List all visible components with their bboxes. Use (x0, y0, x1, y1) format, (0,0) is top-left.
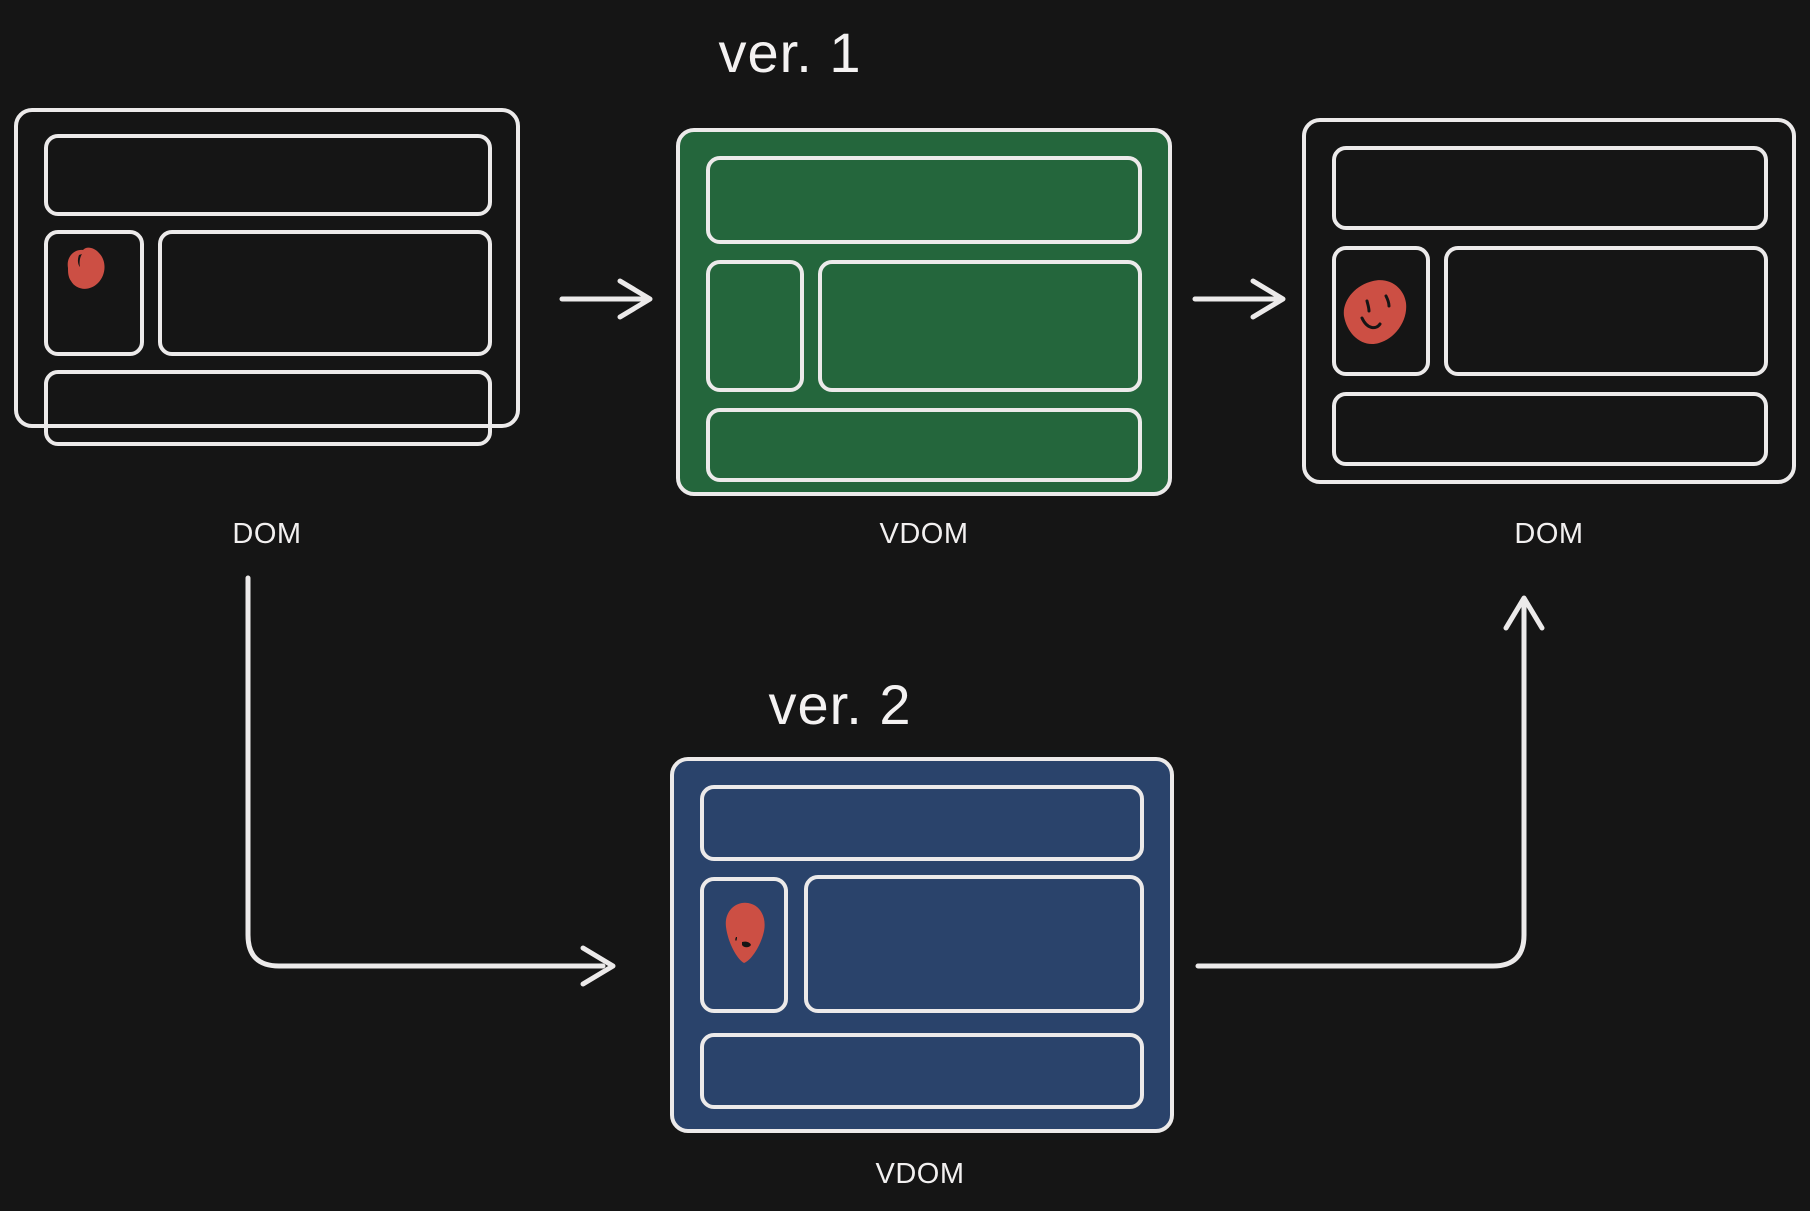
panel-dom-initial (14, 108, 520, 446)
caption-vdom-ver2: VDOM (875, 1158, 965, 1190)
panel-vdom-ver1 (676, 128, 1172, 496)
elbow-arrow-down-right (245, 575, 616, 987)
header-bar (44, 134, 492, 216)
title-ver-1: ver. 1 (718, 21, 862, 84)
content-box (804, 875, 1144, 1013)
footer-bar (44, 370, 492, 446)
sidebar-box (44, 230, 144, 356)
content-box (158, 230, 492, 356)
panel-vdom-ver2 (670, 757, 1174, 1133)
sidebar-box (1332, 246, 1430, 376)
arrow-dom-to-vdom1 (559, 278, 653, 320)
header-bar (706, 156, 1142, 244)
caption-vdom-ver1: VDOM (879, 518, 969, 550)
content-box (1444, 246, 1768, 376)
caption-dom-initial: DOM (232, 518, 302, 550)
elbow-arrow-right-up (1195, 595, 1545, 969)
panel-dom-updated (1302, 118, 1796, 484)
caption-dom-updated: DOM (1514, 518, 1584, 550)
sidebar-box (706, 260, 804, 392)
arrow-vdom1-to-dom2 (1192, 278, 1286, 320)
footer-bar (1332, 392, 1768, 466)
title-ver-2: ver. 2 (768, 673, 912, 736)
sidebar-box (700, 877, 788, 1013)
footer-bar (700, 1033, 1144, 1109)
content-box (818, 260, 1142, 392)
footer-bar (706, 408, 1142, 482)
header-bar (700, 785, 1144, 861)
header-bar (1332, 146, 1768, 230)
